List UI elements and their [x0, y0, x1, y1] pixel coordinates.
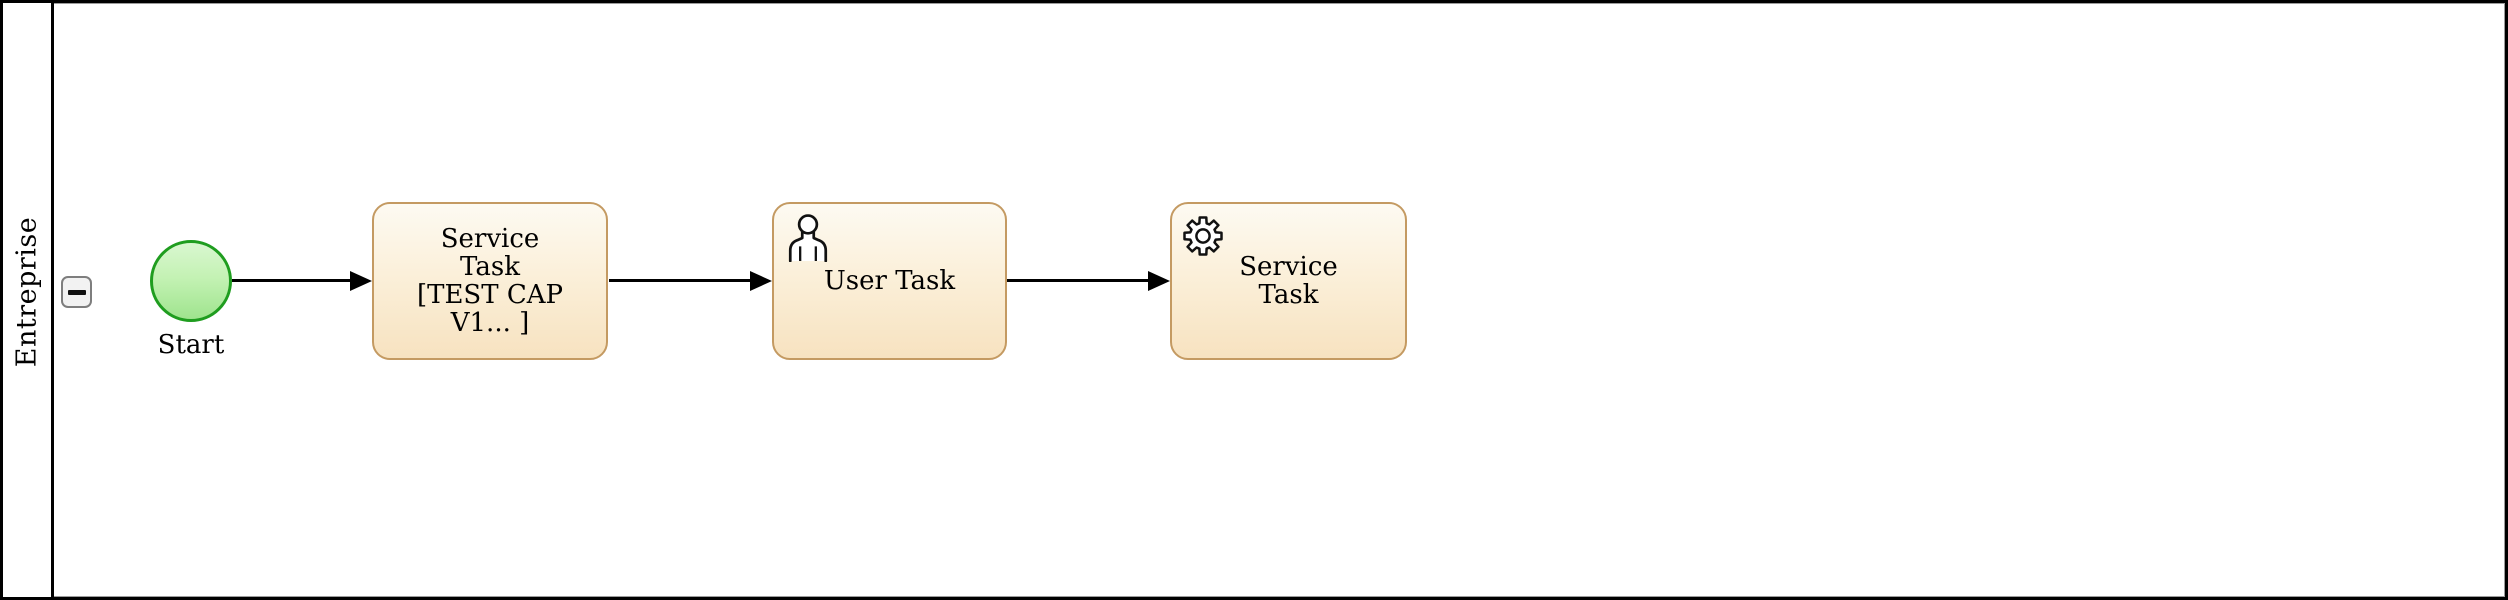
start-event-label: Start — [157, 330, 225, 360]
minus-icon — [67, 289, 86, 295]
start-event[interactable] — [150, 240, 232, 322]
task-service-task-2[interactable]: Service Task — [1170, 202, 1407, 360]
arrowhead-icon — [350, 270, 372, 291]
arrowhead-icon — [750, 270, 772, 291]
user-icon — [788, 214, 828, 262]
collapse-lane-button[interactable] — [61, 276, 92, 308]
pool-lane-header[interactable]: Entreprise — [0, 0, 51, 600]
task-user-task[interactable]: User Task — [772, 202, 1007, 360]
sequence-flow-2[interactable] — [609, 279, 751, 282]
task-label-line: User Task — [823, 266, 956, 296]
task-service-task-1[interactable]: Service Task [TEST CAP V1... ] — [372, 202, 608, 360]
sequence-flow-1[interactable] — [232, 279, 351, 282]
gear-icon — [1183, 216, 1223, 256]
task-label-line: [TEST CAP — [416, 280, 564, 310]
sequence-flow-3[interactable] — [1007, 279, 1149, 282]
task-label-line: Service — [1239, 252, 1338, 282]
task-label-line: Service — [440, 224, 540, 254]
task-label-line: Task — [460, 252, 520, 282]
lane-label: Entreprise — [11, 216, 43, 368]
task-label-line: V1... ] — [450, 308, 530, 338]
lane-separator — [51, 0, 54, 600]
task-label-line: Task — [1258, 280, 1319, 310]
arrowhead-icon — [1148, 270, 1170, 291]
